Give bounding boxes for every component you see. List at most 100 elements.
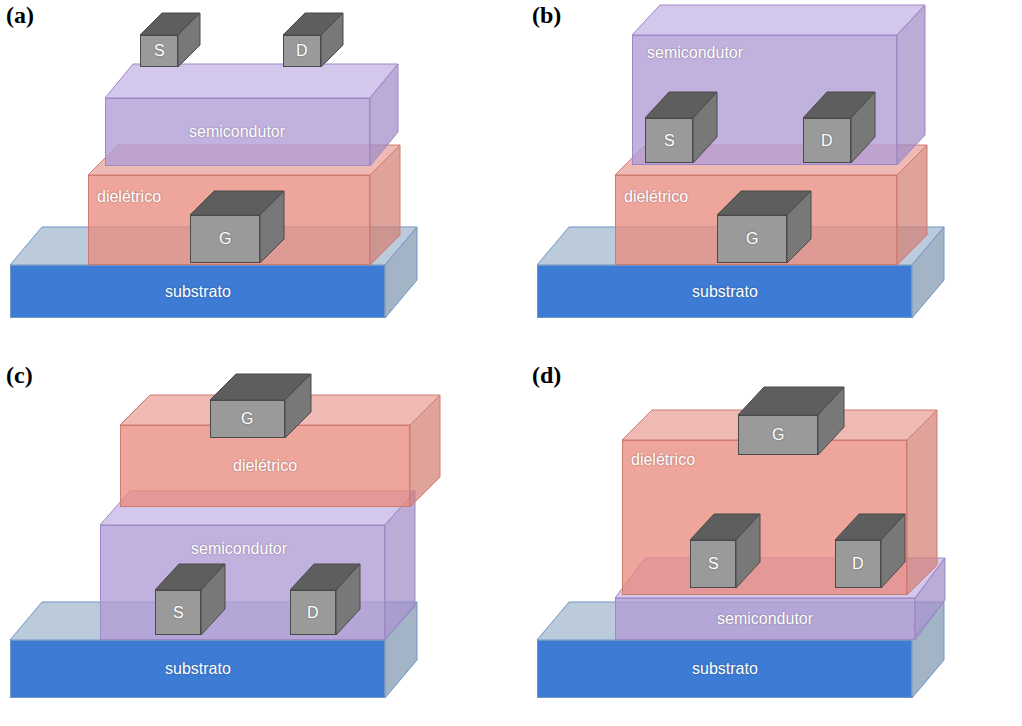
box-depth [835, 514, 905, 588]
layer-label: dielétrico [624, 188, 688, 206]
box-face [818, 387, 844, 455]
electrode-label: D [852, 555, 864, 573]
box-depth [140, 13, 200, 67]
box-face [645, 92, 717, 118]
box-face [897, 5, 925, 165]
layer-label: substrato [692, 660, 758, 678]
substrate-layer: substrato [10, 640, 385, 698]
semiconductor-layer: semicondutorS D [100, 525, 385, 640]
box-depth [155, 564, 225, 635]
electrode-contact: G [717, 215, 787, 263]
box-face [803, 92, 875, 118]
layer-label: dielétrico [233, 457, 297, 475]
dielectric-layer: dielétricoS D [622, 440, 907, 595]
box-face [897, 145, 927, 265]
layer-label: substrato [165, 283, 231, 301]
box-face [105, 64, 398, 98]
semiconductor-layer: semicondutorS D [632, 35, 897, 165]
dielectric-layer: dielétricoG [88, 175, 370, 265]
box-depth [190, 191, 284, 263]
electrode-label: S [664, 132, 675, 150]
electrode-label: G [241, 410, 253, 428]
electrode-contact: S [690, 540, 736, 588]
dielectric-layer: dielétricoG [615, 175, 897, 265]
box-face [210, 374, 311, 400]
electrode-label: G [746, 230, 758, 248]
box-face [912, 602, 944, 698]
electrode-contact: S [155, 590, 201, 635]
box-face [835, 514, 905, 540]
substrate-layer: substrato [10, 265, 385, 318]
electrode-contact: D [835, 540, 881, 588]
box-face [738, 387, 844, 415]
layer-label: semicondutor [189, 123, 285, 141]
box-face [717, 191, 811, 215]
electrode-label: D [296, 42, 308, 60]
layer-label: dielétrico [97, 188, 161, 206]
box-depth [717, 191, 811, 263]
box-face [370, 145, 400, 265]
box-face [736, 514, 760, 588]
box-face [283, 13, 343, 35]
box-face [907, 410, 937, 595]
electrode-label: S [154, 42, 165, 60]
box-face [178, 13, 200, 67]
box-face [881, 514, 905, 588]
box-depth [645, 92, 717, 163]
electrode-contact: G [210, 400, 285, 438]
box-face [190, 191, 284, 215]
box-face [290, 564, 360, 590]
box-face [155, 564, 225, 590]
box-face [385, 227, 417, 318]
electrode-label: D [821, 132, 833, 150]
panel-label: (c) [6, 362, 33, 389]
box-face [385, 491, 415, 640]
electrode-contact: G [190, 215, 260, 263]
layer-label: substrato [692, 283, 758, 301]
substrate-layer: substrato [537, 265, 912, 318]
panel-label: (d) [532, 362, 561, 389]
box-face [787, 191, 811, 263]
box-face [336, 564, 360, 635]
box-face [915, 558, 945, 640]
box-face [385, 602, 417, 698]
electrode-label: S [173, 604, 184, 622]
electrode-label: G [772, 426, 784, 444]
box-depth [803, 92, 875, 163]
box-face [410, 395, 440, 507]
panel-label: (a) [6, 2, 34, 29]
box-face [201, 564, 225, 635]
box-depth [100, 491, 415, 640]
box-face [690, 514, 760, 540]
electrode-label: D [307, 604, 319, 622]
box-face [851, 92, 875, 163]
layer-label: substrato [165, 660, 231, 678]
box-depth [283, 13, 343, 67]
box-depth [105, 64, 398, 166]
electrode-contact: D [803, 118, 851, 163]
semiconductor-layer: semicondutor [615, 598, 915, 640]
electrode-label: G [219, 230, 231, 248]
layer-label: dielétrico [631, 451, 695, 469]
layer-label: semicondutor [191, 540, 287, 558]
electrode-contact: S [140, 35, 178, 67]
box-face [285, 374, 311, 438]
semiconductor-layer: semicondutor [105, 98, 370, 166]
electrode-contact: G [738, 415, 818, 455]
electrode-contact: D [290, 590, 336, 635]
box-face [632, 5, 925, 35]
substrate-layer: substrato [537, 640, 912, 698]
electrode-contact: D [283, 35, 321, 67]
panel-label: (b) [532, 2, 561, 29]
electrode-contact: S [645, 118, 693, 163]
box-depth [290, 564, 360, 635]
box-face [912, 227, 944, 318]
box-depth [690, 514, 760, 588]
layer-label: semicondutor [717, 610, 813, 628]
box-face [140, 13, 200, 35]
layer-label: semicondutor [647, 44, 743, 62]
electrode-label: S [708, 555, 719, 573]
box-face [321, 13, 343, 67]
box-face [370, 64, 398, 166]
